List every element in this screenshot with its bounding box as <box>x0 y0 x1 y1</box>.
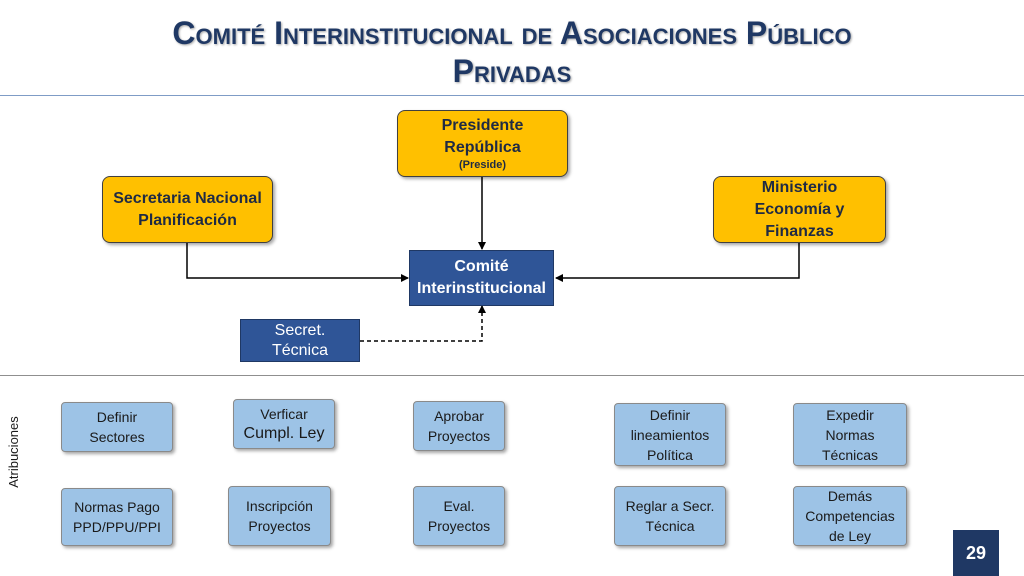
atribucion-definir-sectores: Definir Sectores <box>61 402 173 452</box>
page-number-badge: 29 <box>953 530 999 576</box>
atribucion-line: Normas Pago <box>74 499 160 515</box>
atribucion-line: PPD/PPU/PPI <box>73 519 161 535</box>
atribucion-line: Proyectos <box>248 518 311 534</box>
ministerio-line-3: Finanzas <box>765 222 834 240</box>
senplades-line-2: Planificación <box>138 211 237 229</box>
presidente-republica-node: Presidente República (Preside) <box>397 110 568 177</box>
secretaria-nacional-planificacion-node: Secretaria Nacional Planificación <box>102 176 273 243</box>
atribucion-line: Reglar a Secr. <box>625 498 715 514</box>
atribucion-line: Proyectos <box>427 518 491 534</box>
presidente-note: (Preside) <box>458 159 507 171</box>
atribucion-line: de Ley <box>828 528 872 544</box>
connector-secretaria-comite <box>360 305 486 342</box>
comite-line-1: Comité <box>454 258 509 275</box>
atribucion-line: Política <box>647 446 693 463</box>
atribucion-line: Definir <box>96 409 138 425</box>
atribucion-definir-lineamientos-politica: Definir lineamientos Política <box>614 403 726 466</box>
atribucion-evaluar-proyectos: Eval. Proyectos <box>413 486 505 546</box>
senplades-line-1: Secretaria Nacional <box>113 189 262 207</box>
presidente-line-1: Presidente <box>441 117 524 134</box>
title-divider <box>0 95 1024 96</box>
comite-line-2: Interinstitucional <box>417 280 546 297</box>
atribucion-line: Técnicas <box>821 446 879 463</box>
atribucion-line: Normas <box>825 426 875 443</box>
atribucion-line: Aprobar <box>434 408 484 424</box>
connector-senplades-comite <box>186 243 409 282</box>
connector-ministerio-comite <box>555 243 800 282</box>
presidente-line-2: República <box>444 139 521 156</box>
slide-title-line-1: Comité Interinstitucional de Asociacione… <box>172 15 852 51</box>
ministerio-line-2: Economía y <box>754 200 845 218</box>
secretaria-tecnica-line-2: Técnica <box>271 341 329 359</box>
atribucion-line: lineamientos <box>630 426 710 443</box>
atribucion-demas-competencias-ley: Demás Competencias de Ley <box>793 486 907 546</box>
atribucion-reglar-secretaria-tecnica: Reglar a Secr. Técnica <box>614 486 726 546</box>
atribucion-line: Eval. <box>443 498 475 514</box>
atribuciones-label: Atribuciones <box>6 416 21 488</box>
atribuciones-divider <box>0 375 1024 376</box>
secretaria-tecnica-node: Secret. Técnica <box>240 319 360 362</box>
atribucion-line: Sectores <box>89 429 145 445</box>
atribucion-line: Inscripción <box>246 498 313 514</box>
atribucion-line: Técnica <box>645 518 695 534</box>
ministerio-line-1: Ministerio <box>761 178 838 196</box>
atribucion-line: Demás <box>827 488 873 504</box>
atribucion-line: Cumpl. Ley <box>243 425 325 442</box>
atribucion-line: Competencias <box>805 508 895 524</box>
slide-title: Comité Interinstitucional de Asociacione… <box>0 14 1024 90</box>
ministerio-economia-finanzas-node: Ministerio Economía y Finanzas <box>713 176 886 243</box>
atribucion-normas-pago: Normas Pago PPD/PPU/PPI <box>61 488 173 546</box>
atribucion-line: Verficar <box>260 406 308 422</box>
slide-title-line-2: Privadas <box>452 53 572 89</box>
atribucion-line: Proyectos <box>427 428 491 444</box>
atribucion-inscripcion-proyectos: Inscripción Proyectos <box>228 486 331 546</box>
atribucion-expedir-normas-tecnicas: Expedir Normas Técnicas <box>793 403 907 466</box>
atribucion-line: Expedir <box>826 406 874 423</box>
secretaria-tecnica-line-1: Secret. <box>274 321 326 339</box>
comite-interinstitucional-node: Comité Interinstitucional <box>409 250 554 306</box>
atribucion-aprobar-proyectos: Aprobar Proyectos <box>413 401 505 451</box>
atribucion-verificar-cumplimiento-ley: Verficar Cumpl. Ley <box>233 399 335 449</box>
atribucion-line: Definir <box>649 406 691 423</box>
